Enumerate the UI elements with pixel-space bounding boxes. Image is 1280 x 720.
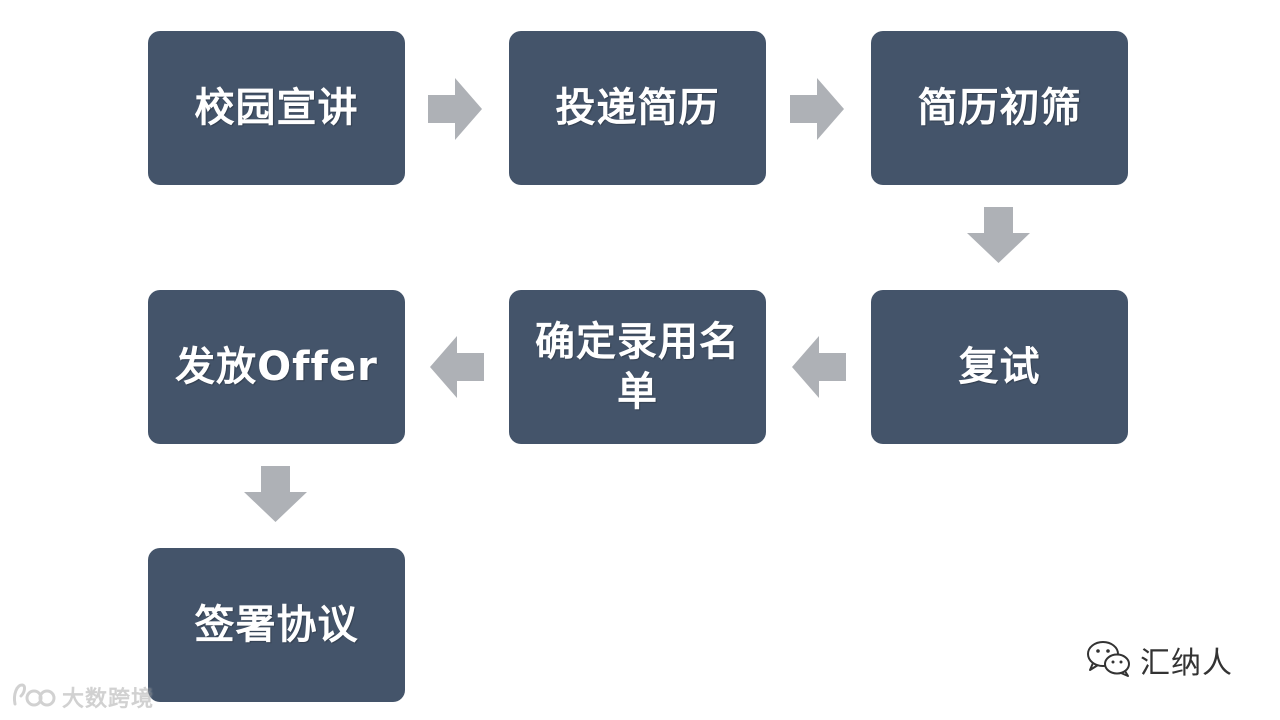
arrow-right-icon — [428, 78, 482, 140]
step-label: 校园宣讲 — [194, 85, 359, 131]
step-label: 复试 — [958, 344, 1041, 390]
watermark-left: 大数跨境 — [10, 680, 154, 714]
step-campus-presentation: 校园宣讲 — [148, 31, 405, 185]
step-issue-offer: 发放Offer — [148, 290, 405, 444]
arrow-left-icon — [430, 336, 484, 398]
watermark-right-text: 汇纳人 — [1140, 646, 1233, 681]
step-label: 发放Offer — [175, 344, 378, 390]
step-confirm-hire-list: 确定录用名单 — [509, 290, 766, 444]
watermark-right: 汇纳人 — [1084, 638, 1233, 682]
arrow-right-icon — [790, 78, 844, 140]
step-label: 简历初筛 — [917, 85, 1082, 131]
arrow-left-icon — [792, 336, 846, 398]
step-sign-agreement: 签署协议 — [148, 548, 405, 702]
step-submit-resume: 投递简历 — [509, 31, 766, 185]
step-second-interview: 复试 — [871, 290, 1128, 444]
step-label: 投递简历 — [555, 85, 720, 131]
wechat-icon — [1084, 638, 1132, 682]
step-label: 确定录用名单 — [535, 319, 740, 415]
brand-logo-icon — [10, 680, 56, 714]
arrow-down-icon — [244, 466, 307, 522]
arrow-down-icon — [967, 207, 1030, 263]
watermark-left-text: 大数跨境 — [62, 687, 155, 712]
step-label: 签署协议 — [194, 602, 359, 648]
step-resume-screening: 简历初筛 — [871, 31, 1128, 185]
